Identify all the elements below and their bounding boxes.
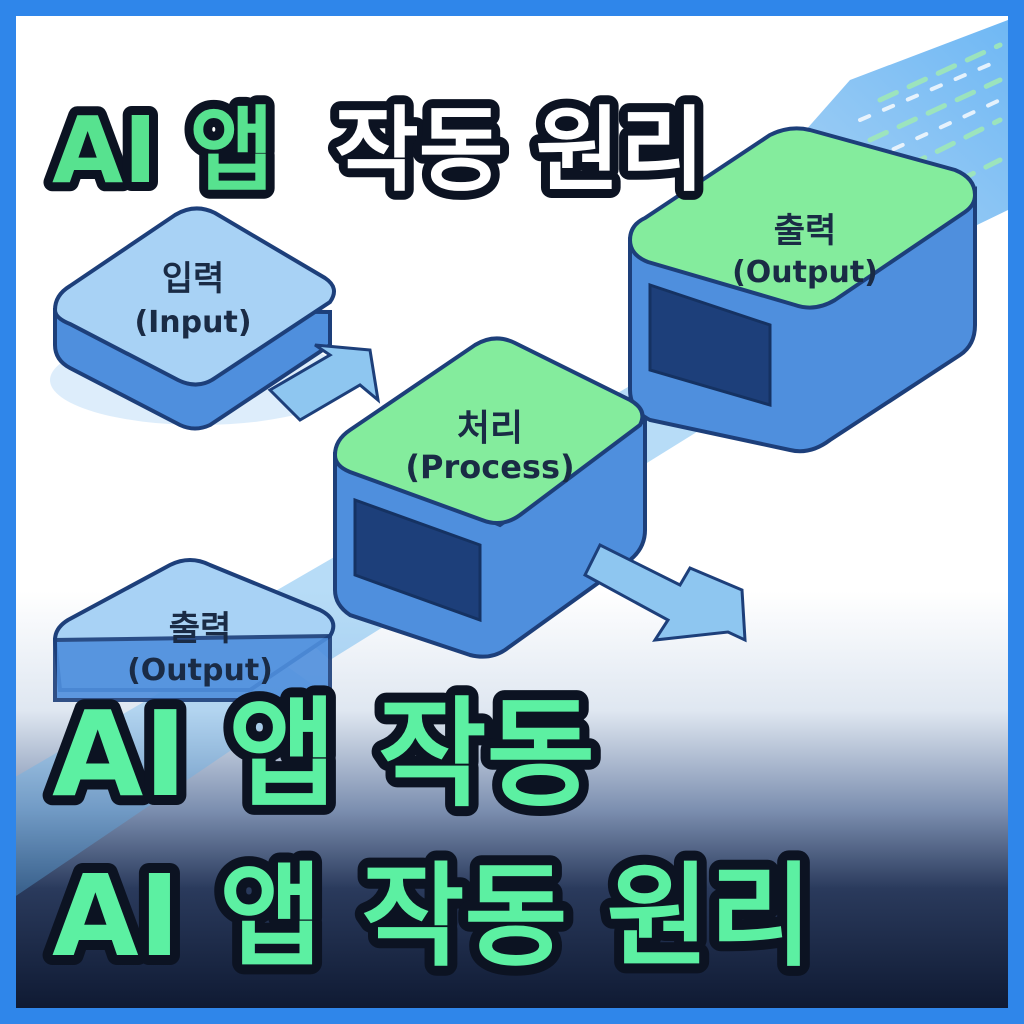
header-title: AI 앱 작동 원리 [43,88,714,213]
output-partial-label-en: (Output) [127,653,273,688]
process-label-ko: 처리 [457,408,523,449]
output-label-ko: 출력 [774,211,837,251]
input-node: 입력 (Input) [50,206,350,431]
footer-title: AI 앱 작동 AI 앱 작동 원리 [42,675,823,992]
input-label-en: (Input) [134,305,251,340]
title-suffix: 작동 원리 [334,97,705,204]
output-node-partial: 출력 (Output) [52,558,336,702]
arrow-process-to-output [583,542,747,643]
title-prefix: AI 앱 [52,97,274,204]
footer-line-1: AI 앱 작동 [52,685,595,823]
arrow-input-to-process [267,343,381,422]
process-node: 처리 (Process) [332,336,647,659]
output-label-en: (Output) [732,255,878,290]
output-partial-label-ko: 출력 [169,609,232,649]
process-label-en: (Process) [405,448,574,486]
diagram-canvas: 출력 (Output) 입력 (Input) 처리 (Process) 출력 (… [16,20,1008,992]
input-label-ko: 입력 [162,259,225,299]
page-title: AI 앱 작동 원리 [52,97,705,204]
footer-line-2: AI 앱 작동 원리 [52,852,813,982]
